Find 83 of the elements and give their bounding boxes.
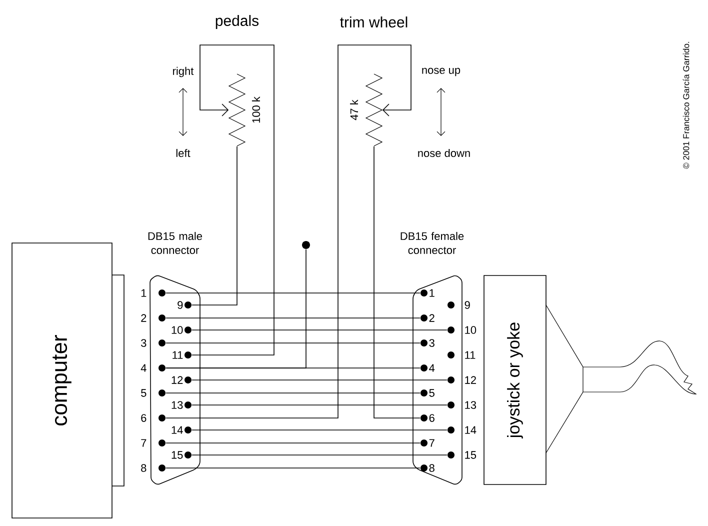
pin: 7 bbox=[141, 439, 166, 447]
pin: 12 bbox=[172, 376, 192, 384]
node-label: DB15 male connector bbox=[148, 232, 202, 254]
wire bbox=[374, 146, 420, 418]
node-label: 4 bbox=[429, 364, 435, 372]
joystick-box: joystick or yoke bbox=[484, 275, 546, 485]
wire bbox=[166, 44, 412, 418]
copyright-note: © 2001 Francisco García Garrido. bbox=[682, 42, 690, 169]
wire bbox=[166, 248, 306, 368]
pin: 9 bbox=[448, 301, 470, 309]
pin: 3 bbox=[420, 339, 434, 347]
pin: 14 bbox=[448, 426, 476, 434]
pin: 13 bbox=[172, 401, 192, 409]
node-label: 12 bbox=[172, 376, 183, 384]
wire bbox=[192, 404, 448, 406]
node-label: 10 bbox=[172, 326, 183, 334]
node-label: 13 bbox=[465, 401, 476, 409]
pin: 3 bbox=[141, 339, 166, 347]
node-label: 2 bbox=[429, 314, 434, 322]
node-label: 10 bbox=[465, 326, 476, 334]
computer-box: computer bbox=[12, 242, 124, 518]
node-label: 4 bbox=[140, 364, 146, 372]
pin: 1 bbox=[420, 289, 434, 297]
node-label: 14 bbox=[172, 426, 183, 434]
node-label: 7 bbox=[141, 439, 146, 447]
direction-label: left bbox=[176, 148, 190, 158]
node-label: 9 bbox=[178, 301, 183, 309]
pin: 9 bbox=[178, 301, 192, 309]
node-label: 6 bbox=[429, 414, 434, 422]
pin: 5 bbox=[420, 389, 434, 397]
direction-label: nose up bbox=[422, 68, 460, 76]
wire bbox=[166, 392, 420, 394]
node-label: 7 bbox=[429, 439, 434, 447]
node-label: 5 bbox=[141, 389, 146, 397]
node-label: 8 bbox=[141, 464, 146, 472]
direction-label: nose down bbox=[418, 148, 470, 158]
wire bbox=[192, 44, 274, 356]
pin: 11 bbox=[448, 351, 476, 359]
node-label: 5 bbox=[429, 389, 434, 397]
pin: 4 bbox=[140, 364, 166, 372]
node-label: 1 bbox=[141, 289, 146, 297]
potentiometer: pedals 100 k bbox=[216, 15, 260, 146]
pin: 8 bbox=[141, 464, 166, 472]
pin: 10 bbox=[172, 326, 192, 334]
pin: 15 bbox=[448, 451, 476, 459]
node-label: 6 bbox=[141, 414, 146, 422]
node-label: 9 bbox=[464, 301, 470, 309]
pin: 10 bbox=[448, 326, 476, 334]
node-label: 3 bbox=[429, 339, 434, 347]
wire bbox=[192, 146, 238, 306]
pin: 2 bbox=[420, 314, 434, 322]
node-label: 15 bbox=[172, 451, 183, 459]
node-label: 15 bbox=[465, 451, 476, 459]
node-label: 8 bbox=[429, 464, 434, 472]
junction-dot bbox=[302, 241, 310, 249]
node-label: 14 bbox=[465, 426, 476, 434]
pin: 6 bbox=[420, 414, 434, 422]
node-label: 3 bbox=[141, 339, 146, 347]
pin: 5 bbox=[141, 389, 166, 397]
node-label: 2 bbox=[141, 314, 146, 322]
node-label: 12 bbox=[465, 376, 476, 384]
wire bbox=[192, 454, 448, 456]
pin: 1 bbox=[141, 289, 166, 297]
pin: 12 bbox=[448, 376, 476, 384]
wire bbox=[166, 292, 420, 294]
node-label: 13 bbox=[172, 401, 183, 409]
pin: 4 bbox=[420, 364, 435, 372]
node-label: 1 bbox=[430, 289, 434, 297]
wire bbox=[166, 442, 420, 444]
pin: 11 bbox=[172, 351, 192, 359]
potentiometer: trim wheel 47 k bbox=[340, 16, 408, 146]
node-label: 11 bbox=[465, 351, 476, 359]
pin: 15 bbox=[172, 451, 192, 459]
wire bbox=[166, 342, 420, 344]
node-label: 11 bbox=[172, 351, 183, 359]
direction-label: right bbox=[173, 66, 194, 78]
pin: 6 bbox=[141, 414, 166, 422]
pin: 13 bbox=[448, 401, 476, 409]
node-label: DB15 female connector bbox=[400, 232, 464, 254]
pin: 7 bbox=[420, 439, 434, 447]
pin: 14 bbox=[172, 426, 192, 434]
pin: 8 bbox=[420, 464, 434, 472]
pin: 2 bbox=[141, 314, 166, 322]
